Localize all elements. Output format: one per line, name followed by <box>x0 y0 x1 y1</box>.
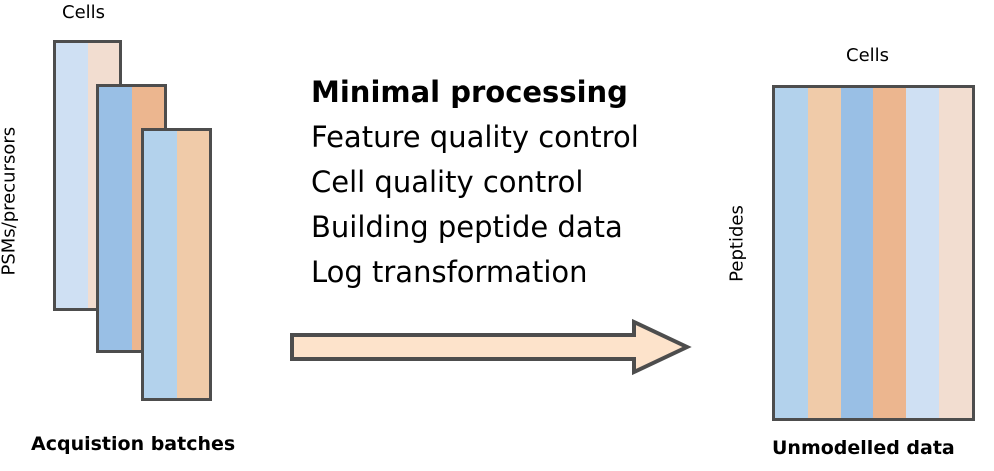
batch-3 <box>141 128 212 401</box>
right-cells-label: Cells <box>846 45 890 66</box>
step-item: Feature quality control <box>311 120 639 154</box>
batch-2-column-1 <box>99 87 132 350</box>
right-caption: Unmodelled data <box>772 437 955 459</box>
batch-3-column-1 <box>144 131 177 398</box>
batch-3-column-2 <box>176 131 209 398</box>
step-item: Building peptide data <box>311 210 623 244</box>
matrix-column <box>873 88 907 418</box>
steps-title: Minimal processing <box>311 75 628 109</box>
left-cells-label: Cells <box>62 2 106 23</box>
left-row-label: PSMs/precursors <box>0 126 20 276</box>
matrix-column <box>807 88 841 418</box>
left-caption: Acquistion batches <box>31 433 236 455</box>
step-item: Cell quality control <box>311 165 584 199</box>
matrix-column <box>906 88 940 418</box>
process-arrow <box>290 318 692 376</box>
batch-1-column-1 <box>56 43 88 308</box>
arrow-shape <box>290 318 692 376</box>
matrix-column <box>840 88 874 418</box>
matrix-column <box>775 88 808 418</box>
processing-steps: Minimal processing Feature quality contr… <box>311 70 639 295</box>
data-matrix <box>772 85 975 421</box>
step-item: Log transformation <box>311 255 588 289</box>
matrix-column <box>939 88 972 418</box>
right-row-label: Peptides <box>726 205 748 282</box>
